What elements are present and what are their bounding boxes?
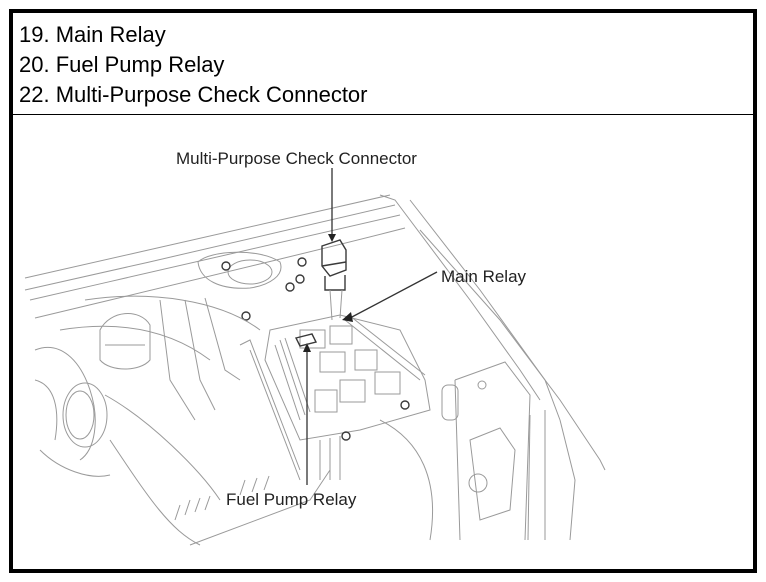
strut-tower xyxy=(197,251,307,321)
legend-item-main-relay: 19. Main Relay xyxy=(19,22,166,47)
bracket xyxy=(441,361,531,541)
leader-lines xyxy=(294,168,438,485)
arrowhead-main-relay xyxy=(342,312,353,322)
air-box xyxy=(109,339,331,546)
arrowhead-check-connector xyxy=(328,234,336,242)
fender-lines xyxy=(24,194,606,541)
callout-fuel-pump-relay: Fuel Pump Relay xyxy=(226,490,357,509)
reservoir xyxy=(59,295,261,421)
callout-main-relay: Main Relay xyxy=(441,267,527,286)
check-connector xyxy=(321,239,347,321)
callout-multi-purpose-check-connector: Multi-Purpose Check Connector xyxy=(176,149,417,168)
diagram-frame: 19. Main Relay 20. Fuel Pump Relay 22. M… xyxy=(9,9,757,573)
legend-panel: 19. Main Relay 20. Fuel Pump Relay 22. M… xyxy=(13,13,753,115)
legend-item-multi-purpose-check-connector: 22. Multi-Purpose Check Connector xyxy=(19,82,368,107)
arrowhead-fuel-pump-relay xyxy=(303,343,311,352)
legend-item-fuel-pump-relay: 20. Fuel Pump Relay xyxy=(19,52,225,77)
intake-hose xyxy=(34,346,221,501)
